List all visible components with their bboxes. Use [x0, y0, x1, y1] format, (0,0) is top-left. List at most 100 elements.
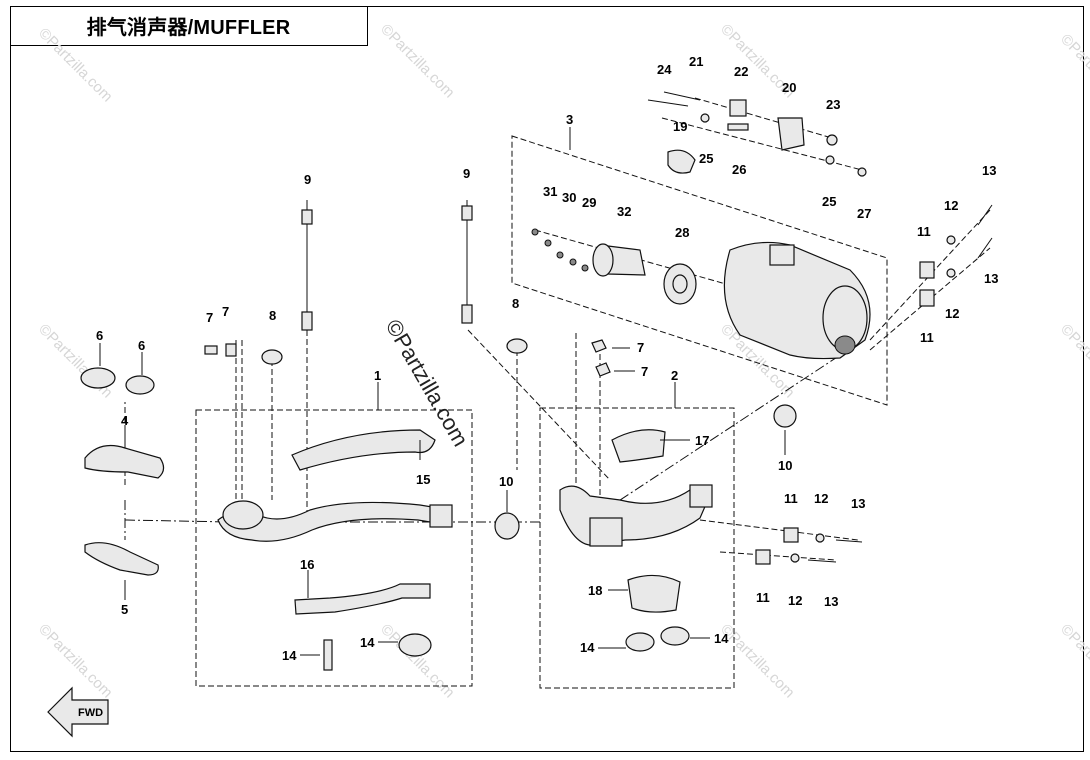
- group-box-1: [195, 409, 473, 687]
- watermark: ©Partzilla.com: [35, 321, 116, 402]
- stud-7: [225, 343, 237, 357]
- callout-31: 31: [543, 184, 557, 199]
- bolt-13: [835, 539, 863, 543]
- clamp-14-b: [660, 626, 690, 646]
- callout-11: 11: [756, 590, 770, 605]
- fwd-label: FWD: [78, 707, 103, 719]
- callout-7: 7: [641, 364, 648, 379]
- page-title: 排气消声器/MUFFLER: [86, 17, 291, 39]
- watermark: ©Partzilla.com: [35, 621, 116, 702]
- flange-1-end: [429, 504, 453, 528]
- callout-labels: 1 2 3 4 5 6 6 7 7 7 7 8 8 9 9 10 10 11 1…: [96, 54, 998, 663]
- callout-11: 11: [920, 330, 934, 345]
- callout-25: 25: [822, 194, 836, 209]
- callout-7: 7: [222, 304, 229, 319]
- heat-shield-4: [84, 445, 165, 479]
- bracket-20: [777, 117, 805, 151]
- washer-29: [581, 264, 589, 272]
- callout-11: 11: [917, 224, 931, 239]
- callout-21: 21: [689, 54, 703, 69]
- callout-14: 14: [360, 635, 375, 650]
- washer-12: [790, 553, 800, 563]
- callout-14: 14: [714, 631, 729, 646]
- parts: FWD: [47, 91, 993, 738]
- spring-11: [783, 527, 799, 543]
- bushing-22: [729, 99, 747, 117]
- watermark: ©Partzilla.com: [717, 621, 798, 702]
- callout-8: 8: [269, 308, 276, 323]
- callout-7: 7: [206, 310, 213, 325]
- callout-24: 24: [657, 62, 672, 77]
- callout-7: 7: [637, 340, 644, 355]
- title-box: 排气消声器/MUFFLER: [10, 6, 368, 46]
- callout-12: 12: [814, 491, 828, 506]
- gasket-10-right: [773, 404, 797, 428]
- washer-12: [815, 533, 825, 543]
- callout-2: 2: [671, 368, 678, 383]
- watermark: ©Partzilla.com: [35, 25, 116, 106]
- gasket-10-left: [494, 512, 520, 540]
- spring-11: [919, 289, 935, 307]
- callout-12: 12: [944, 198, 958, 213]
- washer-12: [946, 268, 956, 278]
- callout-13: 13: [984, 271, 998, 286]
- callout-27: 27: [857, 206, 871, 221]
- washer-12: [946, 235, 956, 245]
- fwd-arrow-icon: [47, 686, 109, 738]
- callout-19: 19: [673, 119, 687, 134]
- callout-4: 4: [121, 413, 129, 428]
- callout-14: 14: [580, 640, 595, 655]
- nut-7: [591, 339, 607, 353]
- flange-2-end: [689, 484, 713, 508]
- watermark: ©Partzilla.com: [377, 621, 458, 702]
- callout-28: 28: [675, 225, 689, 240]
- pipe-17: [611, 429, 666, 463]
- muffler-3-bracket: [769, 244, 795, 266]
- nut-7: [595, 362, 611, 377]
- stud-7: [204, 345, 218, 355]
- callout-14: 14: [282, 648, 297, 663]
- callout-32: 32: [617, 204, 631, 219]
- callout-25: 25: [699, 151, 713, 166]
- bolt-24: [647, 99, 689, 107]
- callout-18: 18: [588, 583, 602, 598]
- callout-20: 20: [782, 80, 796, 95]
- watermark: ©Partzilla.com: [377, 21, 458, 102]
- washer-31: [544, 239, 552, 247]
- heat-shield-5: [84, 542, 159, 576]
- bolt-21: [663, 91, 701, 101]
- spring-11: [755, 549, 771, 565]
- muffler-3-outlet: [834, 335, 856, 355]
- callout-30: 30: [562, 190, 576, 205]
- callout-13: 13: [824, 594, 838, 609]
- flange-1: [222, 500, 264, 530]
- callout-10: 10: [499, 474, 513, 489]
- callout-17: 17: [695, 433, 709, 448]
- bolt-13: [977, 204, 993, 226]
- heat-shield-15: [291, 429, 436, 471]
- callout-23: 23: [826, 97, 840, 112]
- bolt-13: [977, 237, 993, 259]
- watermark: ©Partzilla.com: [1057, 621, 1090, 702]
- bolt-13: [807, 559, 837, 563]
- inlet-flange-32: [592, 243, 614, 277]
- group-box-3: [511, 135, 888, 406]
- washer-29: [569, 258, 577, 266]
- callout-12: 12: [945, 306, 959, 321]
- washer-30: [556, 251, 564, 259]
- callout-8: 8: [512, 296, 519, 311]
- nut-27: [857, 167, 867, 177]
- callout-26: 26: [732, 162, 746, 177]
- watermark: ©Partzilla.com: [1057, 31, 1090, 112]
- washer-31: [531, 228, 539, 236]
- flange-2: [589, 517, 623, 547]
- spring-11: [919, 261, 935, 279]
- callout-15: 15: [416, 472, 430, 487]
- spring-14-left: [323, 639, 333, 671]
- callout-6: 6: [96, 328, 103, 343]
- callout-12: 12: [788, 593, 802, 608]
- clamp-14-left: [398, 633, 432, 657]
- group-box-2: [539, 407, 735, 689]
- callout-6: 6: [138, 338, 145, 353]
